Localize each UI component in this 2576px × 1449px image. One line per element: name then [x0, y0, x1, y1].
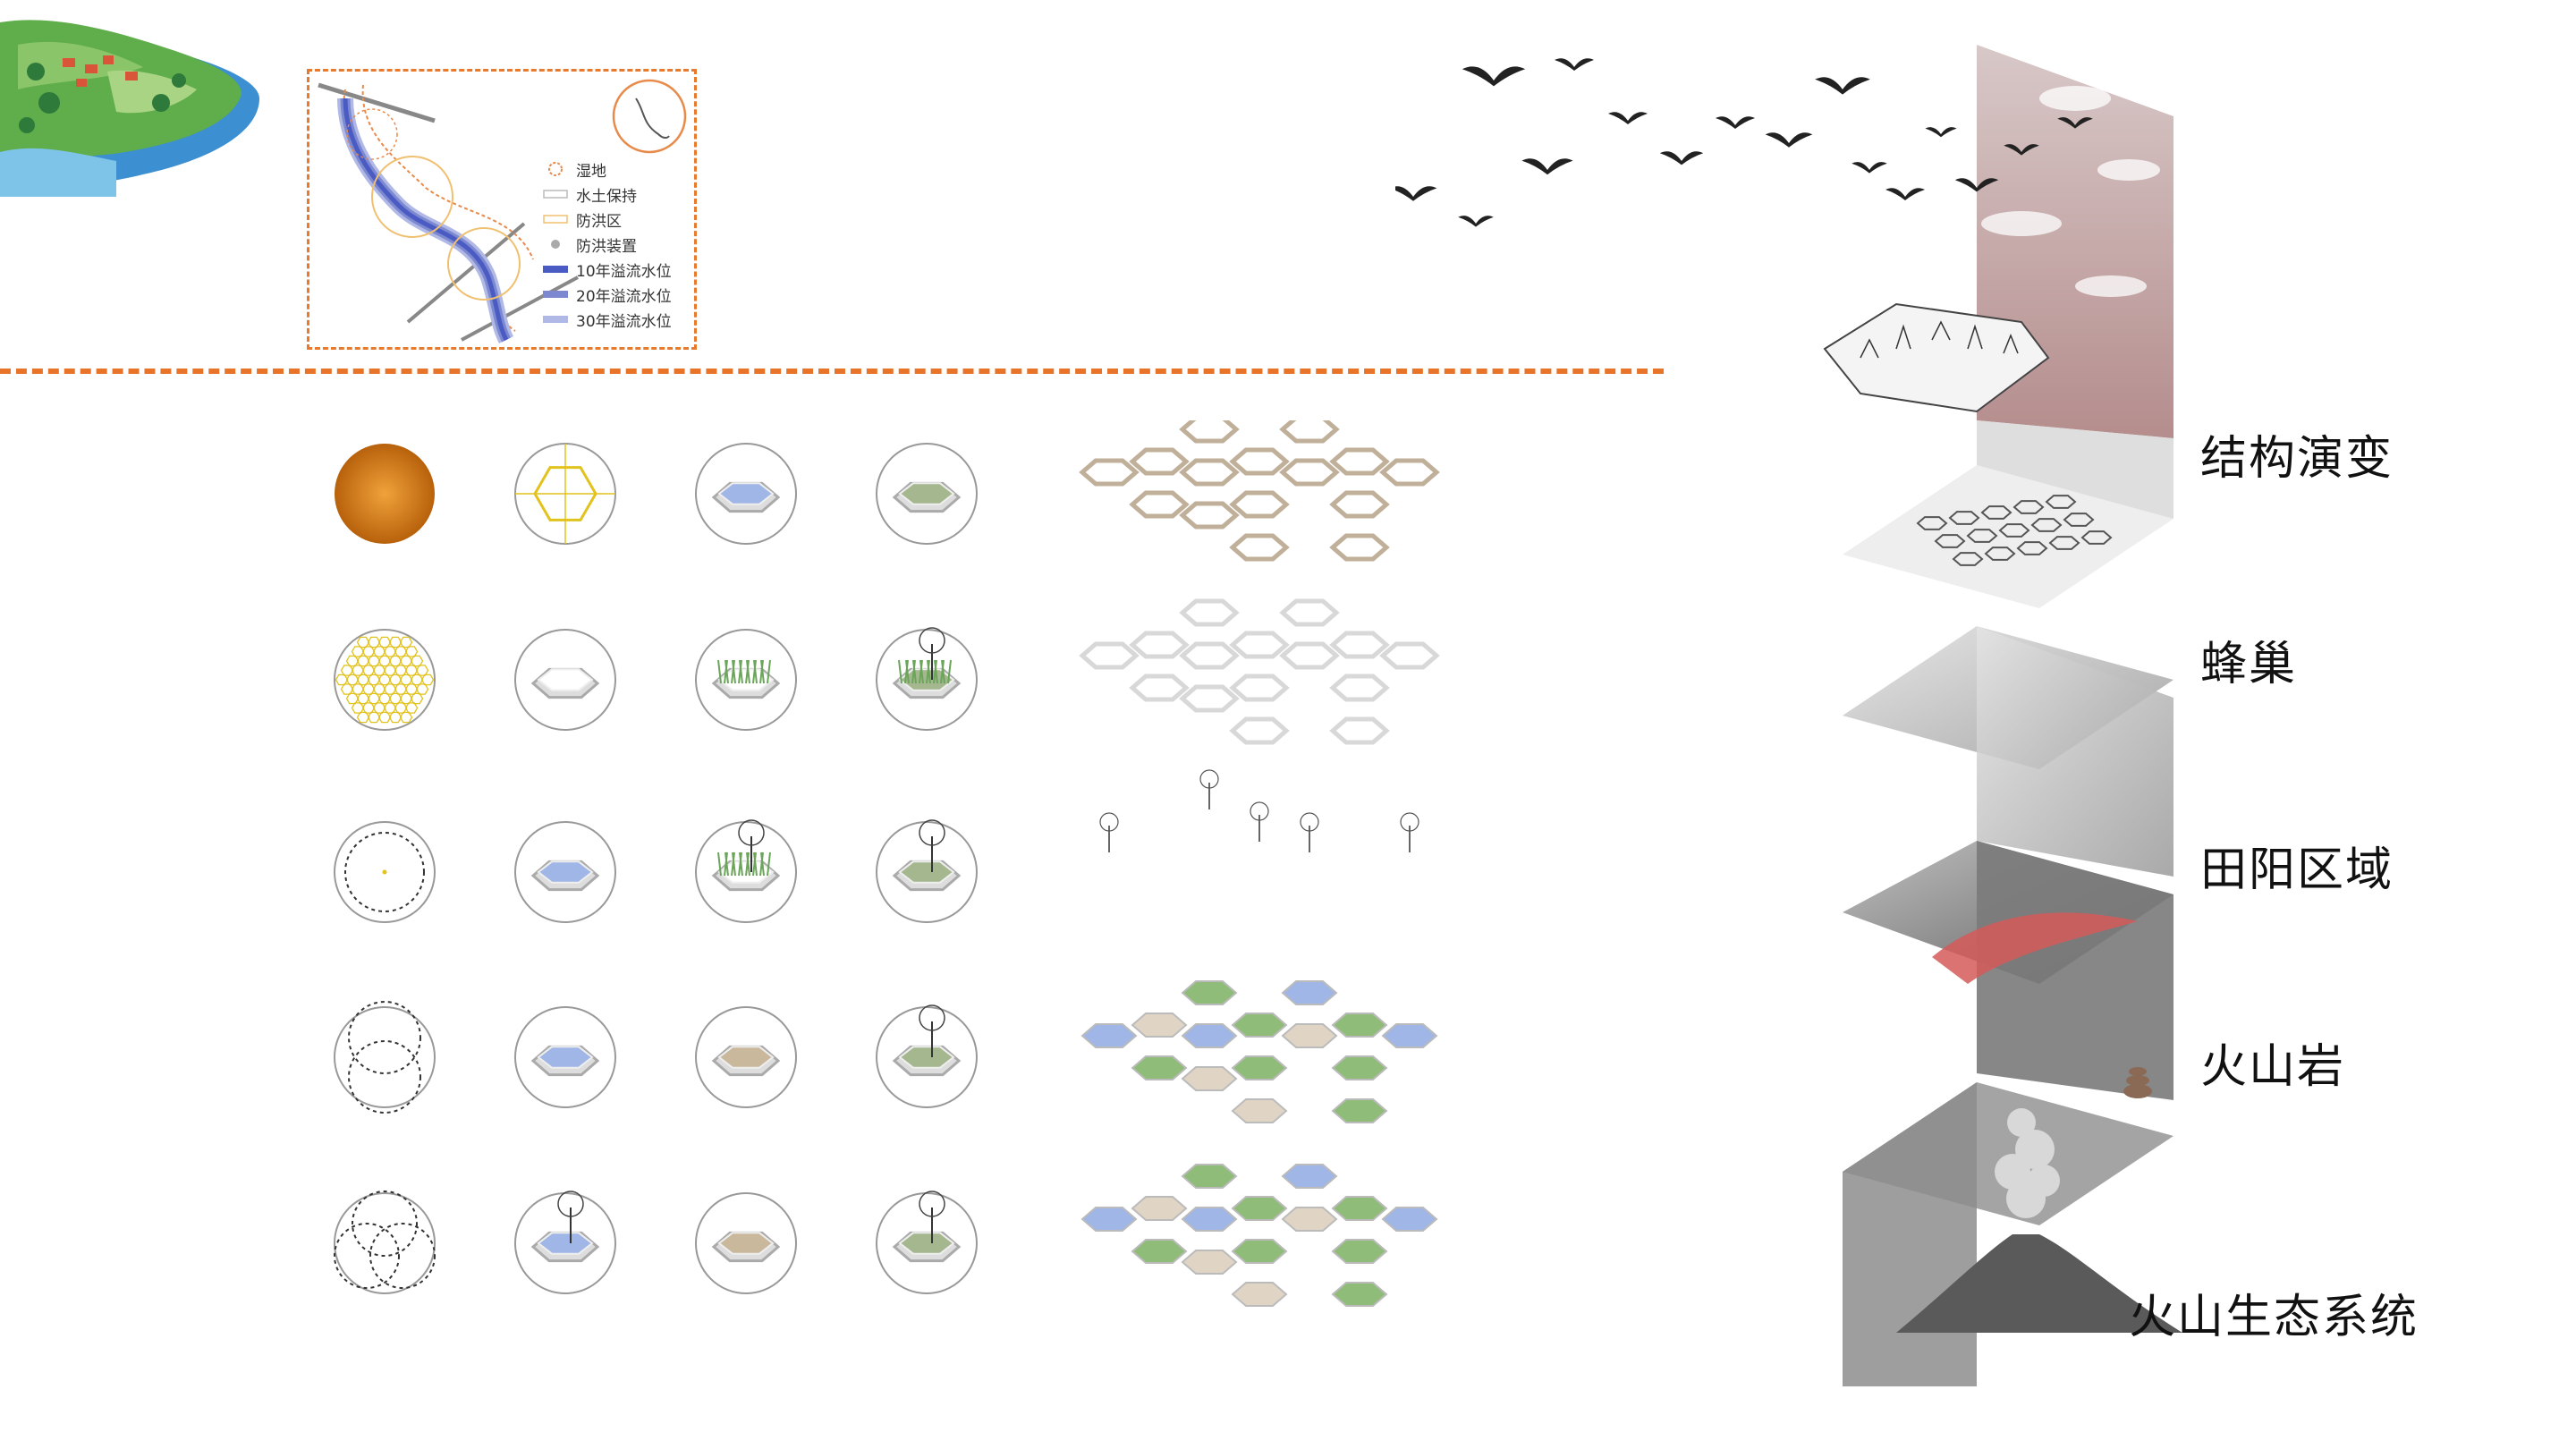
flood-device-icon — [542, 236, 569, 252]
concept-circle-2-3 — [876, 819, 978, 923]
legend-label: 防洪装置 — [576, 237, 637, 256]
legend-label: 30年溢流水位 — [576, 312, 672, 331]
concept-circle-1-1 — [514, 629, 616, 731]
stone-cairn-icon — [2123, 1067, 2152, 1098]
concept-circle-0-2 — [695, 443, 797, 545]
legend-item-flood-device: 防洪装置 — [542, 232, 694, 257]
legend-label: 湿地 — [576, 162, 606, 181]
legend-item-overflow30: 30年溢流水位 — [542, 307, 694, 332]
section-divider — [0, 369, 1664, 374]
concept-circle-2-2 — [695, 819, 797, 923]
legend-item-wetland: 湿地 — [542, 157, 694, 182]
legend-item-overflow10: 10年溢流水位 — [542, 257, 694, 282]
concept-circle-0-0 — [335, 444, 435, 544]
concept-circle-0-3 — [876, 443, 978, 545]
concept-circle-2-1 — [514, 821, 616, 923]
hex-cluster-4 — [1080, 1164, 1438, 1307]
soil-icon — [542, 186, 569, 202]
concept-circle-3-0 — [334, 1001, 436, 1114]
site-map-panel: 湿地 水土保持 防洪区 防洪装置 10年溢流水位 20年溢流水位 30年溢流水位 — [307, 69, 697, 350]
concept-circle-3-2 — [695, 1006, 797, 1108]
concept-circle-3-3 — [876, 1004, 978, 1108]
legend-label: 10年溢流水位 — [576, 262, 672, 281]
layer-stack-diagram — [1395, 45, 2182, 1386]
concept-circle-4-2 — [695, 1192, 797, 1294]
birds-icon — [1395, 58, 2093, 227]
concept-circle-4-1 — [514, 1191, 616, 1294]
landscape-illustration — [0, 20, 259, 197]
layer-label-tianyang: 田阳区域 — [2200, 843, 2394, 897]
layer-label-volcano-ecosystem: 火山生态系统 — [2129, 1291, 2419, 1344]
site-map — [318, 79, 687, 344]
legend-label: 防洪区 — [576, 212, 622, 231]
legend-item-overflow20: 20年溢流水位 — [542, 282, 694, 307]
legend-label: 水土保持 — [576, 187, 637, 206]
layer-label-honeycomb: 蜂巢 — [2200, 638, 2298, 691]
concept-circle-1-2 — [695, 629, 797, 731]
concept-circles — [334, 443, 978, 1294]
concept-circle-3-1 — [514, 1006, 616, 1108]
layer-label-volcanic-rock: 火山岩 — [2200, 1040, 2346, 1094]
concept-circle-0-1 — [514, 443, 616, 545]
overflow-30-icon — [542, 311, 569, 327]
hex-island-icon — [1823, 302, 2050, 413]
concept-circle-2-0 — [334, 821, 436, 923]
concept-grid — [334, 420, 1440, 1307]
overflow-10-icon — [542, 261, 569, 277]
honeycomb-grid-icon — [1916, 495, 2113, 566]
legend-item-soil: 水土保持 — [542, 182, 694, 207]
flood-zone-icon — [542, 211, 569, 227]
concept-circle-4-0 — [334, 1191, 436, 1294]
concept-circle-1-0 — [334, 629, 436, 731]
legend-label: 20年溢流水位 — [576, 287, 672, 306]
hex-cluster-2 — [1099, 769, 1419, 852]
legend-item-flood-zone: 防洪区 — [542, 207, 694, 232]
hex-cluster-1 — [1079, 598, 1440, 745]
map-legend: 湿地 水土保持 防洪区 防洪装置 10年溢流水位 20年溢流水位 30年溢流水位 — [542, 157, 694, 332]
wetland-icon — [542, 161, 569, 177]
concept-circle-4-3 — [876, 1191, 978, 1294]
concept-circle-1-3 — [876, 627, 978, 731]
hex-cluster-3 — [1080, 980, 1438, 1123]
hex-cluster-0 — [1079, 420, 1440, 562]
layer-label-structure: 结构演变 — [2200, 432, 2394, 486]
volcano-icon — [1896, 1234, 2182, 1333]
hex-clusters — [1079, 420, 1440, 1307]
overflow-20-icon — [542, 286, 569, 302]
